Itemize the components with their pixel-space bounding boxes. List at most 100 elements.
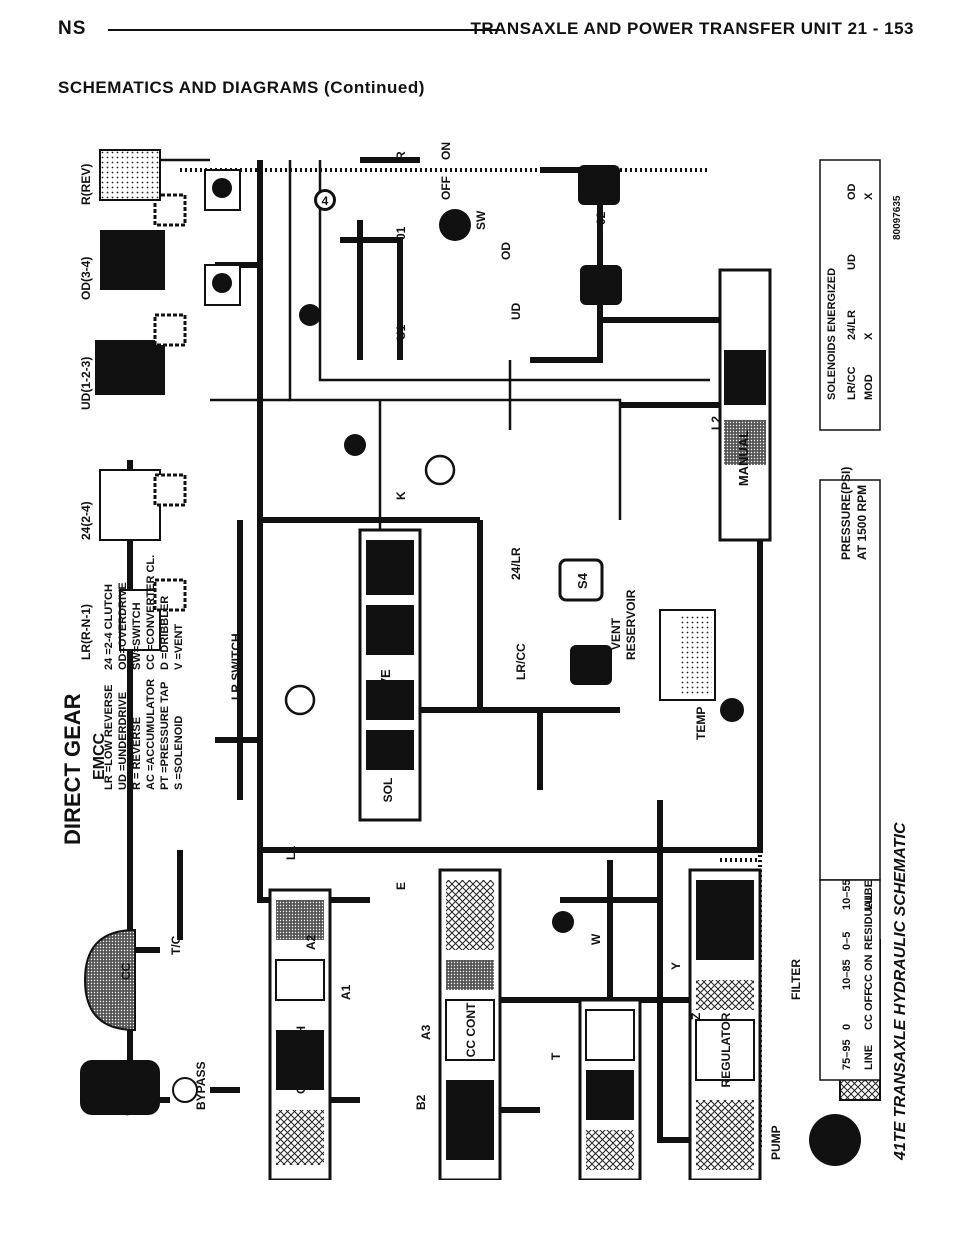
clutch-od: [100, 193, 187, 290]
torque-converter: [83, 928, 136, 1032]
pressure-title: PRESSURE(PSI): [839, 467, 853, 560]
label-ud-clutch: UD(1-2-3): [79, 357, 93, 410]
legend-c1-4: PT =PRESSURE TAP: [159, 682, 171, 790]
check-ball-2: 2: [344, 434, 366, 456]
bypass-valve: [172, 1077, 198, 1103]
label-24-clutch: 24(2-4): [79, 501, 93, 540]
pressure-value-4: 10–55: [841, 879, 853, 910]
sw-valve-sol: SOL: [381, 778, 395, 803]
label-lr-switch: LR SWITCH: [229, 633, 243, 700]
header-right: TRANSAXLE AND POWER TRANSFER UNIT 21 - 1…: [470, 19, 914, 38]
label-od-sw: SW: [474, 210, 488, 230]
diagram-labels: DIRECT GEAR EMCC LR(R-N-1) 24(2-4) UD(1-…: [60, 142, 803, 1160]
label-e: E: [394, 882, 408, 890]
cc-control-valve: CC CONT: [438, 868, 502, 1182]
label-od: OD: [499, 242, 513, 260]
label-24lr: 24/LR: [509, 547, 523, 580]
solenoid-row-1: X: [863, 332, 875, 340]
pressure-name-4: LUBE: [863, 880, 875, 910]
figure-caption: 41TE TRANSAXLE HYDRAULIC SCHEMATIC: [892, 822, 909, 1161]
label-bypass: BYPASS: [194, 1062, 208, 1110]
label-l1: L1: [284, 846, 298, 860]
label-t: T: [549, 1052, 563, 1060]
pressure-regulator-valve: REGULATOR: [688, 868, 762, 1182]
label-b2: B2: [414, 1094, 428, 1110]
check-ball-5: 5: [299, 304, 321, 326]
pressure-value-2: 10–85: [841, 959, 853, 990]
regulator-label: REGULATOR: [719, 1012, 733, 1087]
lr-pressure-switch: [284, 684, 316, 716]
solenoid-header-3: OD: [846, 183, 858, 200]
solenoid-table-title: SOLENOIDS ENERGIZED: [826, 268, 838, 400]
clutch-24: [99, 469, 187, 541]
legend-c1-0: LR =LOW REVERSE: [103, 685, 115, 790]
label-l2: L2: [709, 416, 723, 430]
section-subheader: SCHEMATICS AND DIAGRAMS (Continued): [58, 78, 425, 97]
check-ball-2-label: 2: [352, 439, 359, 453]
vent-reservoir: [659, 609, 744, 722]
header-rule: [108, 29, 500, 31]
legend-c1-3: AC =ACCUMULATOR: [145, 679, 157, 790]
label-a3: A3: [419, 1024, 433, 1040]
clutch-ud: [95, 313, 187, 395]
check-ball-3-label: 3: [560, 916, 567, 930]
solenoid-row-3: X: [863, 192, 875, 200]
cooler: COOLER: [80, 1060, 160, 1116]
hydraulic-schematic: S1 S2 S3 S4 4 5 2 3 VALVE: [60, 100, 910, 1182]
s3-label: S3: [585, 658, 600, 674]
manual-valve-label-manual: MANUAL: [736, 430, 751, 486]
label-od-off: OFF: [439, 176, 453, 200]
check-ball-5-label: 5: [307, 309, 314, 323]
label-lrcc: LR/CC: [514, 643, 528, 680]
label-lr-clutch: LR(R-N-1): [79, 604, 93, 660]
figure-id: 80097635: [892, 195, 903, 240]
legend-c2-0: 24 =2-4 CLUTCH: [103, 584, 115, 670]
check-ball-4-label: 4: [322, 194, 329, 208]
pump: [809, 1114, 861, 1166]
solenoid-header-2: UD: [846, 254, 858, 270]
solenoid-switch-valve: VALVE SW SOL: [358, 528, 422, 822]
legend-c2-1: OD=OVERDRIVE: [117, 582, 129, 670]
solenoid-row-0: MOD: [863, 374, 875, 400]
cc-cont-label: CC CONT: [464, 1002, 478, 1057]
solenoid-header-0: LR/CC: [846, 366, 858, 400]
solenoid-s2: S2: [578, 165, 620, 205]
check-ball-4: 4: [314, 189, 336, 211]
legend-c2-4: D =DRIBBLER: [159, 596, 171, 670]
solenoid-s1: S1: [580, 265, 622, 305]
pressure-subtitle: AT 1500 RPM: [855, 485, 869, 560]
tc-regulator-valve: TC REG: [578, 998, 642, 1182]
label-filter: FILTER: [789, 959, 803, 1000]
cc-switch-label: CC SWITCH: [294, 1026, 308, 1094]
label-reservoir: RESERVOIR: [624, 589, 638, 660]
pressure-value-0: 75–95: [841, 1039, 853, 1070]
pressure-name-3: RESIDUAL: [863, 893, 875, 950]
label-k: K: [394, 491, 408, 500]
pressure-name-1: CC OFF: [863, 989, 875, 1030]
label-vent: VENT: [609, 617, 623, 650]
label-temp: TEMP: [694, 707, 708, 740]
pressure-legend: PRESSURE(PSI) AT 1500 RPM 75–95 0 10–85 …: [819, 467, 881, 1081]
label-y: Y: [669, 962, 683, 970]
od-pressure-switch: [439, 209, 471, 241]
clutch-lr: [119, 578, 187, 651]
legend-c1-5: S =SOLENOID: [173, 716, 185, 790]
manual-valve: VALVE MANUAL: [718, 268, 772, 542]
label-ud: UD: [509, 302, 523, 320]
label-cc: CC: [119, 962, 133, 980]
24-pressure-switch: [424, 454, 456, 486]
label-rev-clutch: R(REV): [79, 164, 93, 205]
label-od-clutch: OD(3-4): [79, 257, 93, 300]
manual-valve-label-valve: VALVE: [741, 357, 756, 399]
page-header: NS TRANSAXLE AND POWER TRANSFER UNIT 21 …: [58, 18, 914, 46]
solenoid-s3: S3: [570, 645, 612, 685]
pressure-value-1: 0: [841, 1024, 853, 1030]
label-tc: T/C: [169, 935, 183, 955]
label-pump: PUMP: [769, 1125, 783, 1160]
legend-c2-5: V =VENT: [173, 624, 185, 670]
pressure-name-0: LINE: [863, 1045, 875, 1070]
cooler-label: COOLER: [120, 1060, 135, 1116]
pressure-name-2: CC ON: [863, 955, 875, 991]
solenoid-s4: S4: [558, 558, 604, 602]
header-left: NS: [58, 18, 87, 39]
